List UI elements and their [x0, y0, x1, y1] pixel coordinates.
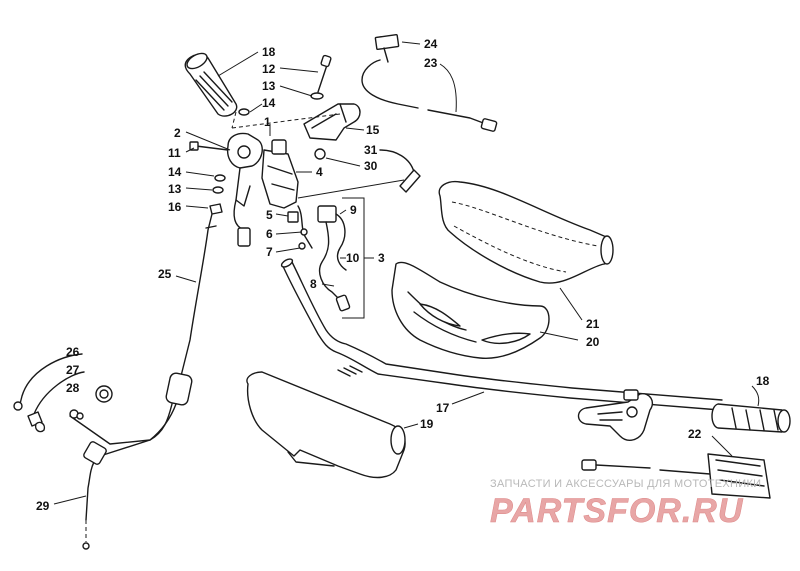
watermark-logo-text: PARTSFOR.RU — [490, 492, 744, 530]
cable-end-29 — [82, 441, 107, 550]
callout-26: 26 — [66, 345, 80, 359]
callout-28: 28 — [66, 381, 80, 395]
callout-30: 30 — [364, 159, 378, 173]
callout-31: 31 — [364, 143, 378, 157]
nut-14-top — [238, 108, 250, 116]
callout-14-left: 14 — [168, 165, 182, 179]
right-grip — [711, 403, 791, 433]
callout-14: 14 — [262, 96, 276, 110]
callout-13: 13 — [262, 79, 276, 93]
callout-3: 3 — [378, 251, 385, 265]
callout-6: 6 — [266, 227, 273, 241]
callout-27: 27 — [66, 363, 80, 377]
callout-25: 25 — [158, 267, 172, 281]
washer-13-top — [310, 92, 324, 100]
heater-wire-23 — [361, 33, 498, 132]
callout-2: 2 — [174, 126, 181, 140]
handlebar-17 — [280, 258, 723, 411]
watermark-caption: ЗАПЧАСТИ И АКСЕССУАРЫ ДЛЯ МОТОТЕХНИКИ — [490, 478, 762, 490]
throttle-cable-25 — [69, 213, 217, 457]
callout-15: 15 — [366, 123, 380, 137]
callout-16: 16 — [168, 200, 182, 214]
callout-13-left: 13 — [168, 182, 182, 196]
callout-10: 10 — [346, 251, 360, 265]
callout-24: 24 — [424, 37, 438, 51]
callout-18-right: 18 — [756, 374, 770, 388]
washer-13-left — [212, 186, 224, 194]
throttle-lever-assembly — [577, 389, 654, 441]
cable-end-31 — [379, 149, 421, 193]
nut-30 — [314, 148, 326, 160]
callout-20: 20 — [586, 335, 600, 349]
callout-12: 12 — [262, 62, 276, 76]
callout-9: 9 — [350, 203, 357, 217]
callout-21: 21 — [586, 317, 600, 331]
callout-19: 19 — [420, 417, 434, 431]
clamp-15 — [303, 103, 361, 141]
bolt-11 — [189, 141, 229, 151]
left-grip — [184, 52, 238, 117]
callout-29: 29 — [36, 499, 50, 513]
hand-guard-cover-21 — [438, 180, 614, 284]
handlebar-pad-19 — [246, 371, 406, 479]
callout-17: 17 — [436, 401, 450, 415]
switch-housing-4 — [261, 139, 299, 209]
hand-guard-20 — [391, 261, 550, 360]
nut-14-left — [214, 174, 226, 182]
throttle-housing-2 — [226, 132, 263, 207]
heater-element-22 — [581, 453, 771, 499]
wiring-harness — [233, 199, 351, 312]
callout-8: 8 — [310, 277, 317, 291]
callout-labels: 18 24 12 23 13 14 1 15 2 11 31 30 14 4 1… — [36, 37, 770, 513]
callout-23: 23 — [424, 56, 438, 70]
callout-11: 11 — [168, 146, 181, 160]
bolt-12 — [317, 54, 332, 93]
callout-7: 7 — [266, 245, 273, 259]
callout-1: 1 — [264, 115, 271, 129]
cable-fittings — [13, 353, 113, 433]
callout-4: 4 — [316, 165, 323, 179]
callout-22: 22 — [688, 427, 702, 441]
callout-18: 18 — [262, 45, 276, 59]
callout-5: 5 — [266, 208, 273, 222]
watermark-logo: PARTSFOR.RU — [490, 492, 744, 530]
clip-16 — [209, 203, 223, 215]
